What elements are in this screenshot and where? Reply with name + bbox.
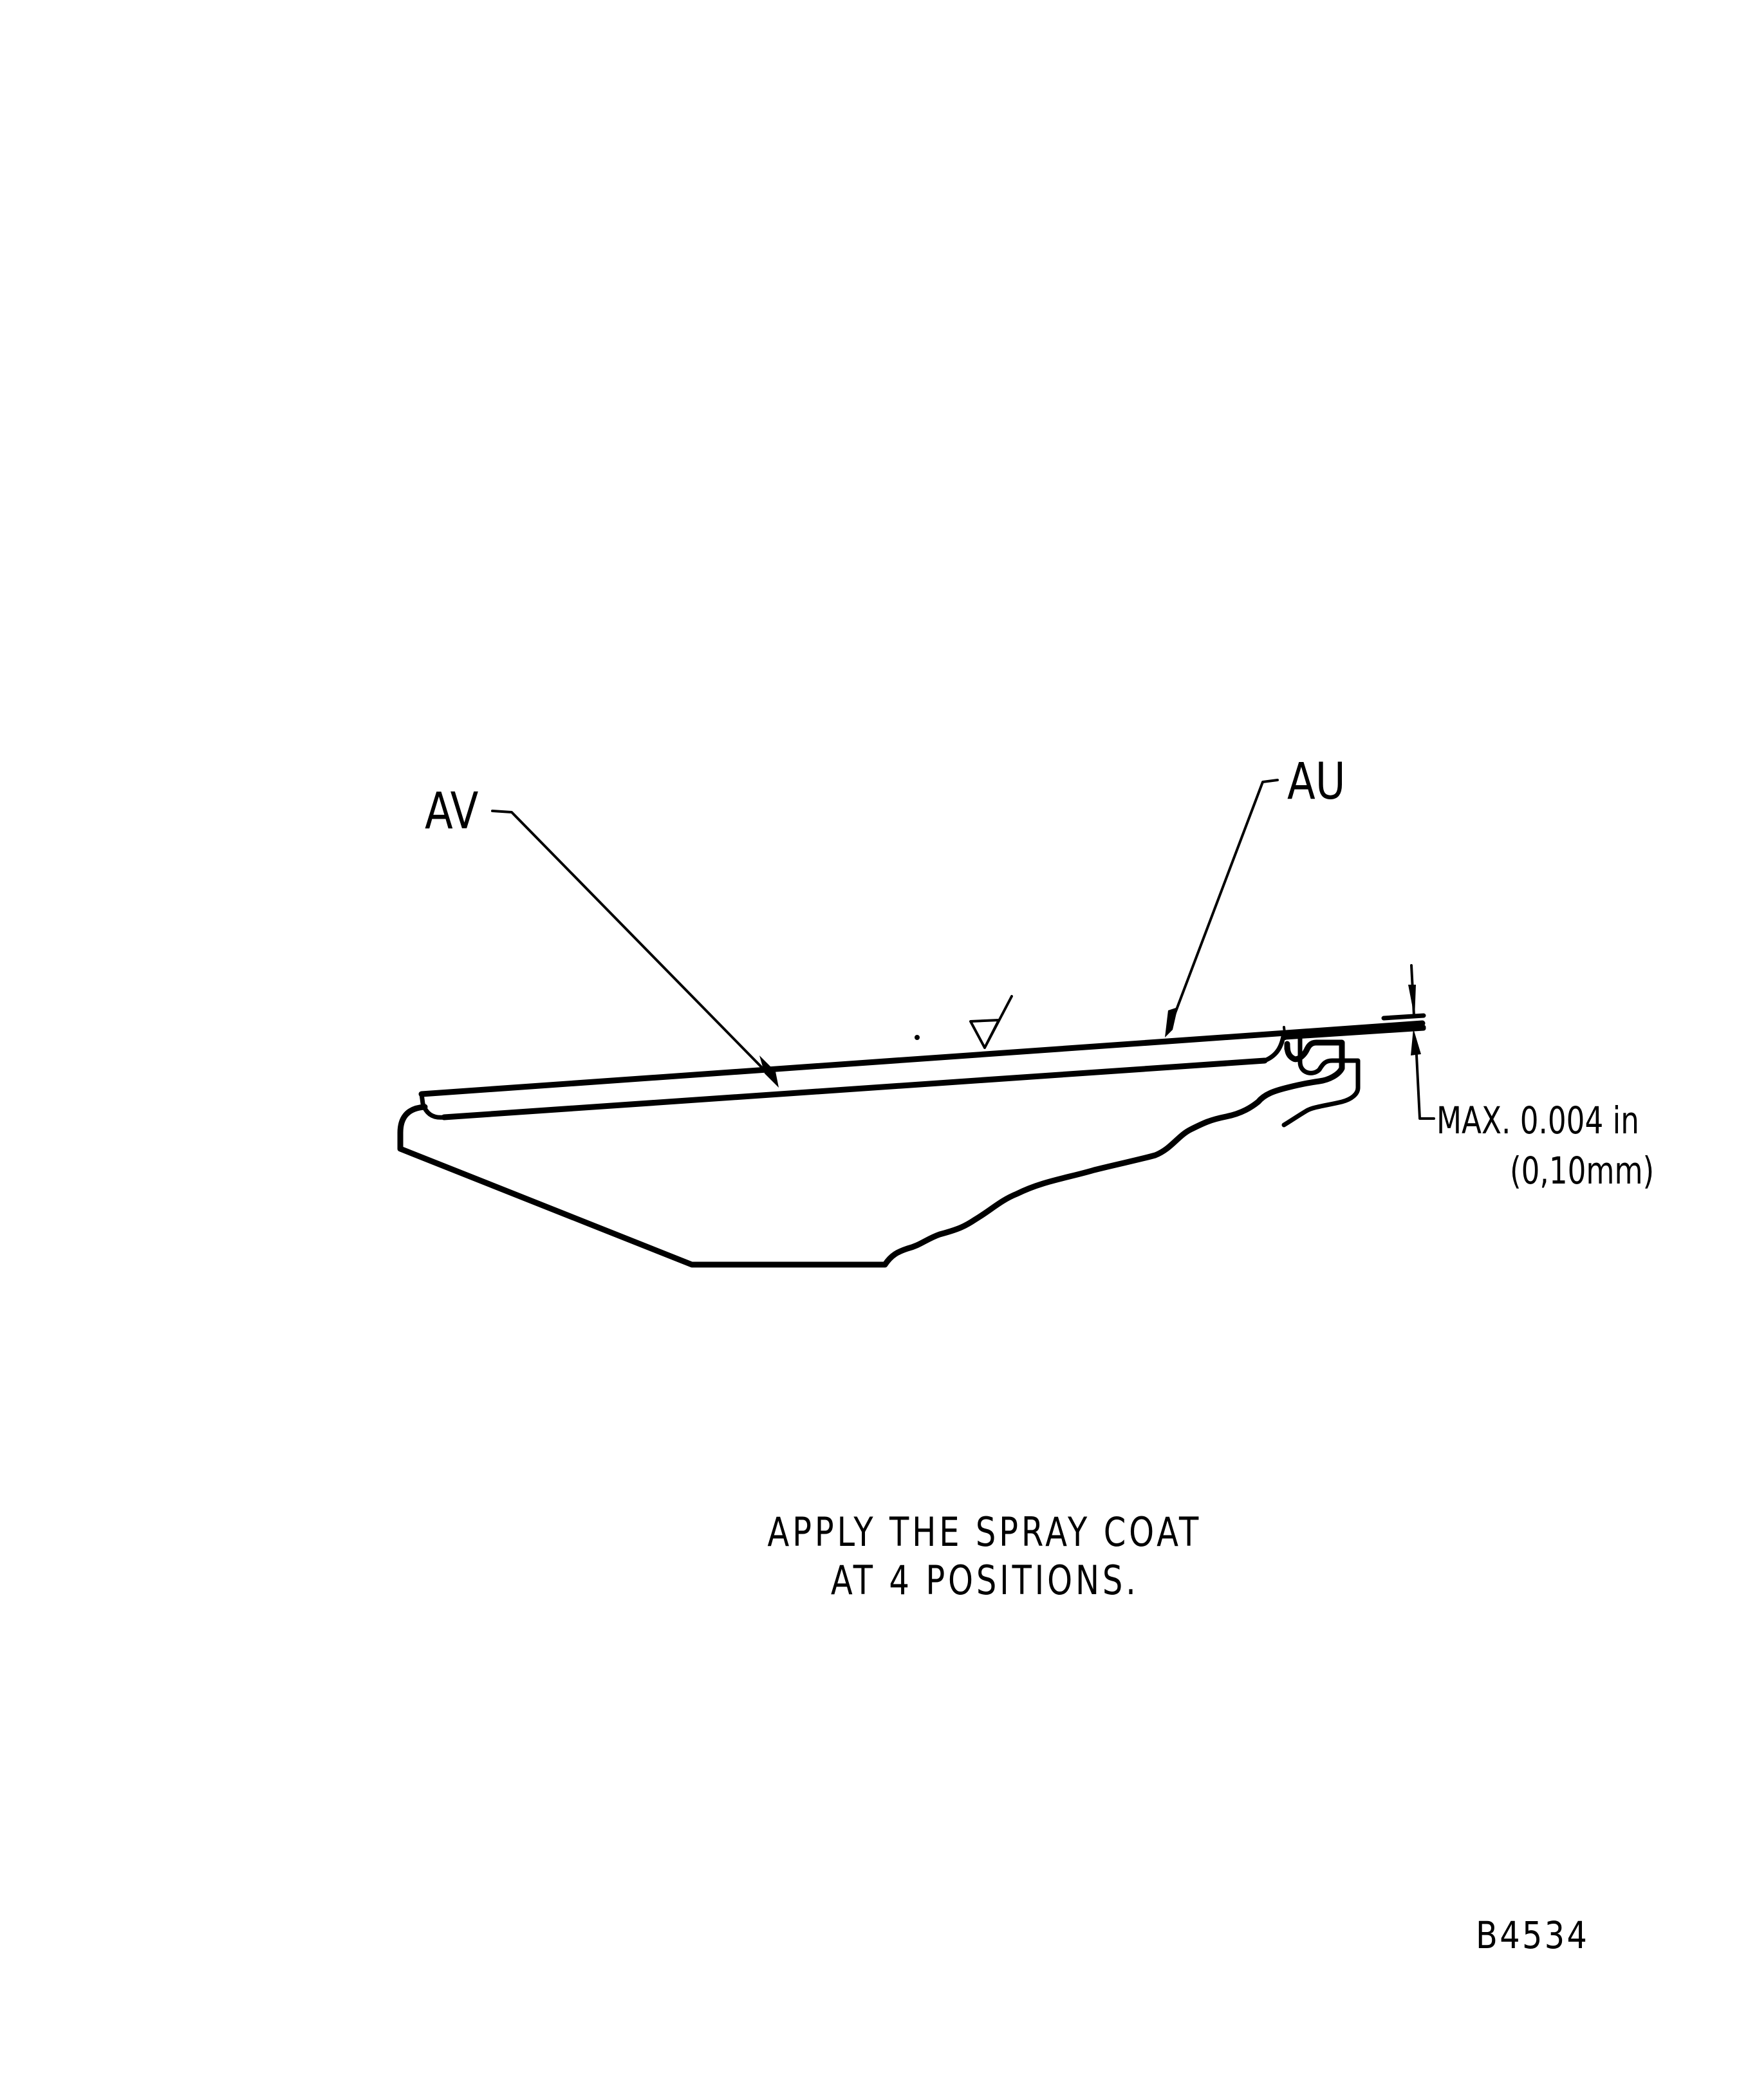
part-hook-detail [1281,1031,1361,1128]
coat-right-end [1262,1030,1287,1063]
callout-au: AU [1287,753,1346,811]
coat-top-surface [418,1020,1426,1097]
av-arrowhead [759,1055,779,1088]
dimension-max-inches: MAX. 0.004 in [1436,1099,1639,1142]
figure-id: B4534 [1476,1913,1590,1957]
av-leader-line [491,810,767,1073]
dim-upper-arrowhead [1408,985,1416,1018]
caption-line-2: AT 4 POSITIONS. [0,1561,1757,1601]
caption-text-2: AT 4 POSITIONS. [830,1557,1139,1604]
speck [915,1035,920,1040]
callout-av: AV [425,783,479,841]
caption-line-1: APPLY THE SPRAY COAT [0,1512,1757,1552]
dim-lower-leader [1415,1041,1435,1120]
part-body-outline [397,1039,1345,1268]
coat-bottom-surface [441,1057,1268,1120]
dim-ext-upper [1381,1013,1426,1021]
caption-text-1: APPLY THE SPRAY COAT [767,1509,1202,1556]
coat-right-tick [1283,1026,1287,1040]
au-leader-line [1169,779,1279,1028]
coat-left-end [419,1092,447,1120]
dim-ext-lower [1381,1025,1426,1031]
dimension-max-mm: (0,10mm) [1510,1149,1655,1193]
spray-symbol-icon [969,995,1013,1049]
au-arrowhead [1165,1007,1178,1037]
